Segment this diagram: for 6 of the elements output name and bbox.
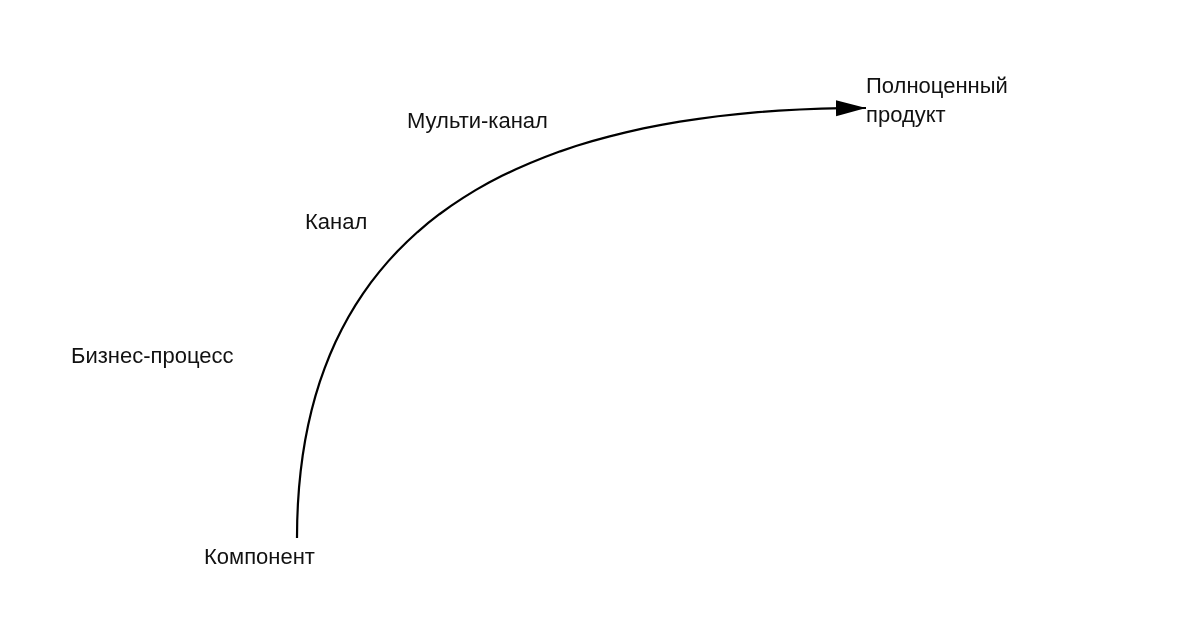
node-text: Компонент — [204, 543, 315, 571]
stage-label: Канал — [305, 208, 368, 236]
stage-label: Мульти-канал — [407, 107, 548, 135]
node-text: Полноценный продукт — [866, 72, 1009, 129]
curved-arrow — [295, 100, 866, 538]
stage-label: Бизнес-процесс — [71, 342, 234, 370]
